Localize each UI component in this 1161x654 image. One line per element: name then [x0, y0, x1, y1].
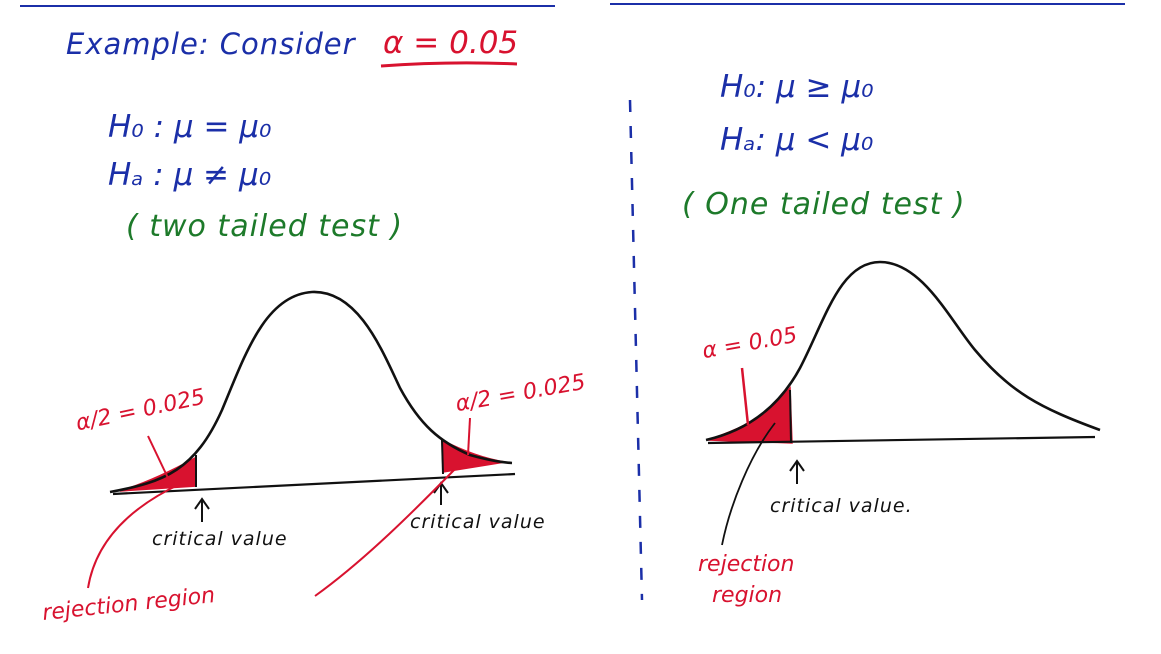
right-tail-pointer [467, 417, 471, 456]
left-normal-curve [109, 290, 513, 494]
right-critical-value-label: critical value [410, 511, 546, 533]
right-null-hypothesis: H₀: μ ≥ μ₀ [720, 69, 874, 105]
right-alt-hypothesis: Hₐ: μ < μ₀ [720, 122, 874, 158]
right-critical-arrow [789, 459, 805, 484]
left-tail-pointer [147, 435, 169, 479]
right-rejection-label-line2: region [712, 583, 783, 608]
alpha-underline [380, 61, 518, 68]
left-critical-arrow-left [194, 497, 210, 522]
left-null-hypothesis: H₀ : μ = μ₀ [108, 109, 272, 145]
right-test-type: ( One tailed test ) [682, 187, 966, 222]
left-critical-line-right [441, 439, 444, 475]
right-x-axis [707, 435, 1096, 445]
right-critical-line [789, 389, 792, 444]
example-title: Example: Consider [66, 27, 356, 61]
panel-divider [628, 99, 644, 601]
right-critical-value-label-one-tail: critical value. [770, 495, 913, 517]
right-normal-curve [705, 260, 1101, 442]
alpha-pointer [740, 367, 750, 426]
rejection-pointer-right [314, 467, 457, 597]
left-test-type: ( two tailed test ) [126, 209, 404, 244]
right-rejection-label-line1: rejection [698, 552, 795, 577]
alpha-definition: α = 0.05 [383, 25, 519, 61]
right-rejection-pointer [721, 422, 776, 546]
left-critical-arrow-right [433, 481, 449, 505]
left-critical-value-label: critical value [152, 528, 288, 550]
left-alt-hypothesis: Hₐ : μ ≠ μ₀ [108, 157, 272, 193]
rejection-pointer-left [87, 483, 181, 589]
